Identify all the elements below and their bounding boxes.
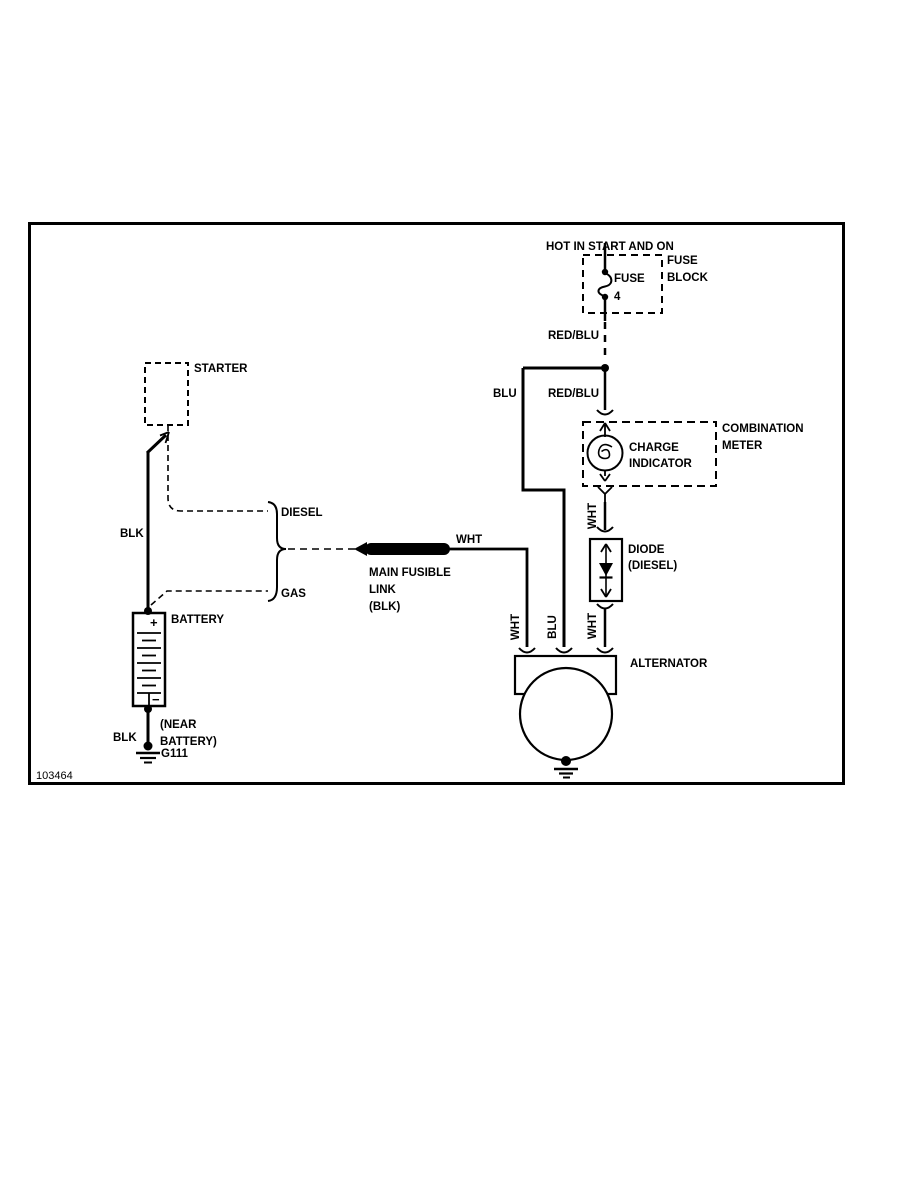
wht-alt-left-label: WHT [510,614,522,640]
diode-top-connector-icon [596,526,614,533]
diode-name-line1: DIODE [628,544,665,556]
combination-meter-box [582,421,717,487]
switch-blade-icon [145,433,168,455]
near-battery-label-line2: BATTERY) [160,736,217,748]
diode-arrow-up-icon [600,543,612,553]
charge-indicator-label-line1: CHARGE [629,442,679,454]
battery-plates-icon [137,632,161,705]
combination-meter-name-line1: COMBINATION [722,423,804,435]
diagram-border [28,222,845,785]
meter-output-arrow-icon [599,471,611,482]
main-fusible-link-symbol: WHT MAIN FUSIBLE LINK (BLK) [354,534,529,647]
alternator-body-icon [518,666,614,762]
fuse-block-name-line1: FUSE [667,255,698,267]
meter-bottom-connector-icon [597,486,613,502]
charge-indicator-lamp-icon [586,434,624,472]
battery-symbol: + − BATTERY BLK (NEAR BATTERY) G111 [113,607,224,764]
diesel-label: DIESEL [281,507,323,519]
link-tip-icon [354,542,367,556]
battery-minus-sign: − [152,692,160,707]
fuse-block-symbol: HOT IN START AND ON FUSE 4 FUSE BLOCK [546,241,709,321]
starter-label: STARTER [194,363,248,375]
diode-bottom-connector-icon [596,603,614,610]
ground-g111-icon [136,741,160,764]
fuse-number-label: 4 [614,291,621,303]
wht-alt-right-label: WHT [587,613,599,639]
near-battery-label-line1: (NEAR [160,719,197,731]
combination-meter-symbol: COMBINATION METER CHARGE INDICATOR [582,409,804,502]
diode-triangle-icon [599,563,613,576]
blu-branch-wire [521,368,566,647]
fuse-block-name-line2: BLOCK [667,272,709,284]
charge-indicator-label-line2: INDICATOR [629,458,693,470]
battery-box [131,611,167,708]
alt-terminal-connector-left-icon [518,647,536,654]
hot-in-start-and-on-label: HOT IN START AND ON [546,241,674,253]
fuse-element-icon [597,272,613,297]
starter-box [144,362,189,426]
red-blu-feed-wire: RED/BLU BLU RED/BLU [493,322,609,647]
red-blu-upper-label: RED/BLU [548,330,599,342]
diode-arrow-down-icon [600,588,612,598]
alt-terminal-connector-right-icon [596,647,614,654]
starter-diesel-dashed-wire [167,425,268,512]
red-blu-lower-label: RED/BLU [548,388,599,400]
blk-lower-label: BLK [113,732,137,744]
fusible-link-name-line1: MAIN FUSIBLE [369,567,451,579]
diode-name-line2: (DIESEL) [628,560,677,572]
wht-meter-out-label: WHT [587,503,599,529]
blu-branch-label: BLU [493,388,517,400]
switch-arrow-icon [159,431,170,444]
wht-meter-to-diode-wire: WHT [587,502,607,530]
fuse-label: FUSE [614,273,645,285]
alt-terminal-connector-center-icon [555,647,573,654]
alternator-symbol: WHT BLU ALTERNATOR [510,614,708,779]
fusible-link-name-line2: LINK [369,584,397,596]
combination-meter-name-line2: METER [722,440,763,452]
alternator-ground-icon [554,756,578,779]
meter-connector-icon [596,409,614,416]
battery-label: BATTERY [171,614,224,626]
wht-link-to-alt-wire [449,547,529,647]
starter-symbol: STARTER BLK [120,362,268,608]
blu-alt-center-label: BLU [547,615,559,639]
fuse-block-box [582,254,663,314]
battery-plus-sign: + [150,615,158,630]
ground-id-label: G111 [161,748,188,760]
diode-symbol: DIODE (DIESEL) WHT [587,526,677,647]
lamp-filament-icon [597,443,613,460]
gas-label: GAS [281,588,306,600]
brace-icon [267,501,287,602]
alternator-label: ALTERNATOR [630,658,708,670]
gas-dashed-wire [150,590,268,606]
wht-link-label: WHT [456,534,482,546]
figure-number: 103464 [36,770,73,782]
engine-variant-branch: DIESEL GAS [150,501,357,606]
fusible-link-name-line3: (BLK) [369,601,400,613]
blk-upper-label: BLK [120,528,144,540]
